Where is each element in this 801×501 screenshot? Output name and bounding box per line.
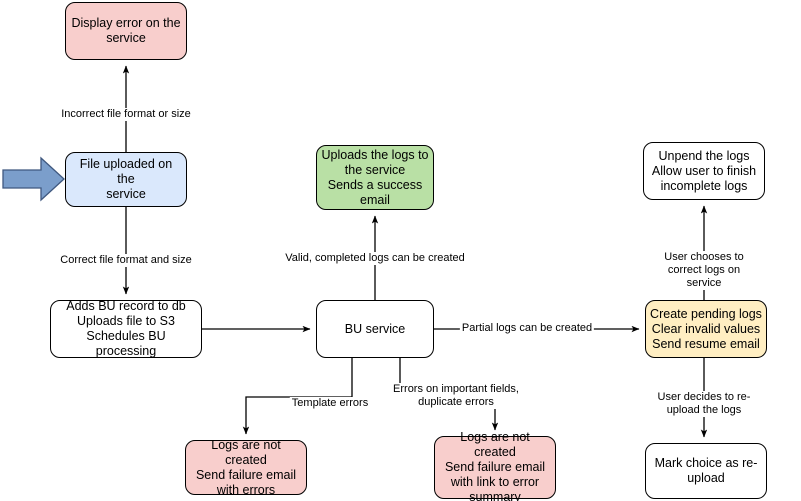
- node-file-uploaded[interactable]: File uploaded on the service: [65, 152, 187, 207]
- node-bu-service[interactable]: BU service: [316, 300, 434, 358]
- node-display-error-label: Display error on the service: [71, 16, 181, 45]
- edge-label-partial-logs: Partial logs can be created: [459, 322, 595, 335]
- node-create-pending-logs-label: Create pending logs Clear invalid values…: [650, 306, 762, 351]
- edge-label-correct-format: Correct file format and size: [58, 254, 194, 267]
- node-unpend-logs-label: Unpend the logs Allow user to finish inc…: [651, 148, 757, 193]
- node-file-uploaded-label: File uploaded on the service: [79, 157, 173, 201]
- node-uploads-logs[interactable]: Uploads the logs to the service Sends a …: [316, 145, 434, 210]
- edge-label-user-reupload: User decides to re-upload the logs: [655, 391, 753, 417]
- edge-bu-service-to-logs-not-created-errors: [242, 358, 353, 435]
- node-logs-not-created-errors[interactable]: Logs are not created Send failure email …: [185, 437, 307, 497]
- node-logs-not-created-errors-label: Logs are not created Send failure email …: [195, 437, 297, 497]
- edge-label-user-corrects-logs: User chooses to correct logs on service: [655, 251, 753, 290]
- node-bu-service-label: BU service: [344, 321, 406, 336]
- edge-label-valid-logs: Valid, completed logs can be created: [283, 252, 467, 265]
- node-uploads-logs-label: Uploads the logs to the service Sends a …: [321, 147, 429, 207]
- node-mark-choice[interactable]: Mark choice as re- upload: [645, 443, 767, 499]
- node-adds-bu-record[interactable]: Adds BU record to db Uploads file to S3 …: [50, 299, 202, 358]
- node-unpend-logs[interactable]: Unpend the logs Allow user to finish inc…: [643, 142, 765, 200]
- edge-label-errors-important-fields: Errors on important fields, duplicate er…: [391, 383, 521, 409]
- node-logs-not-created-summary-label: Logs are not created Send failure email …: [444, 430, 546, 501]
- node-adds-bu-record-label: Adds BU record to db Uploads file to S3 …: [66, 299, 186, 358]
- node-logs-not-created-summary[interactable]: Logs are not created Send failure email …: [434, 430, 556, 501]
- edge-label-incorrect-format: Incorrect file format or size: [59, 108, 193, 121]
- node-mark-choice-label: Mark choice as re- upload: [654, 456, 758, 485]
- entry-block-arrow-icon: [2, 156, 65, 202]
- node-display-error[interactable]: Display error on the service: [65, 2, 187, 60]
- edge-label-template-errors: Template errors: [289, 397, 371, 410]
- node-create-pending-logs[interactable]: Create pending logs Clear invalid values…: [645, 300, 767, 358]
